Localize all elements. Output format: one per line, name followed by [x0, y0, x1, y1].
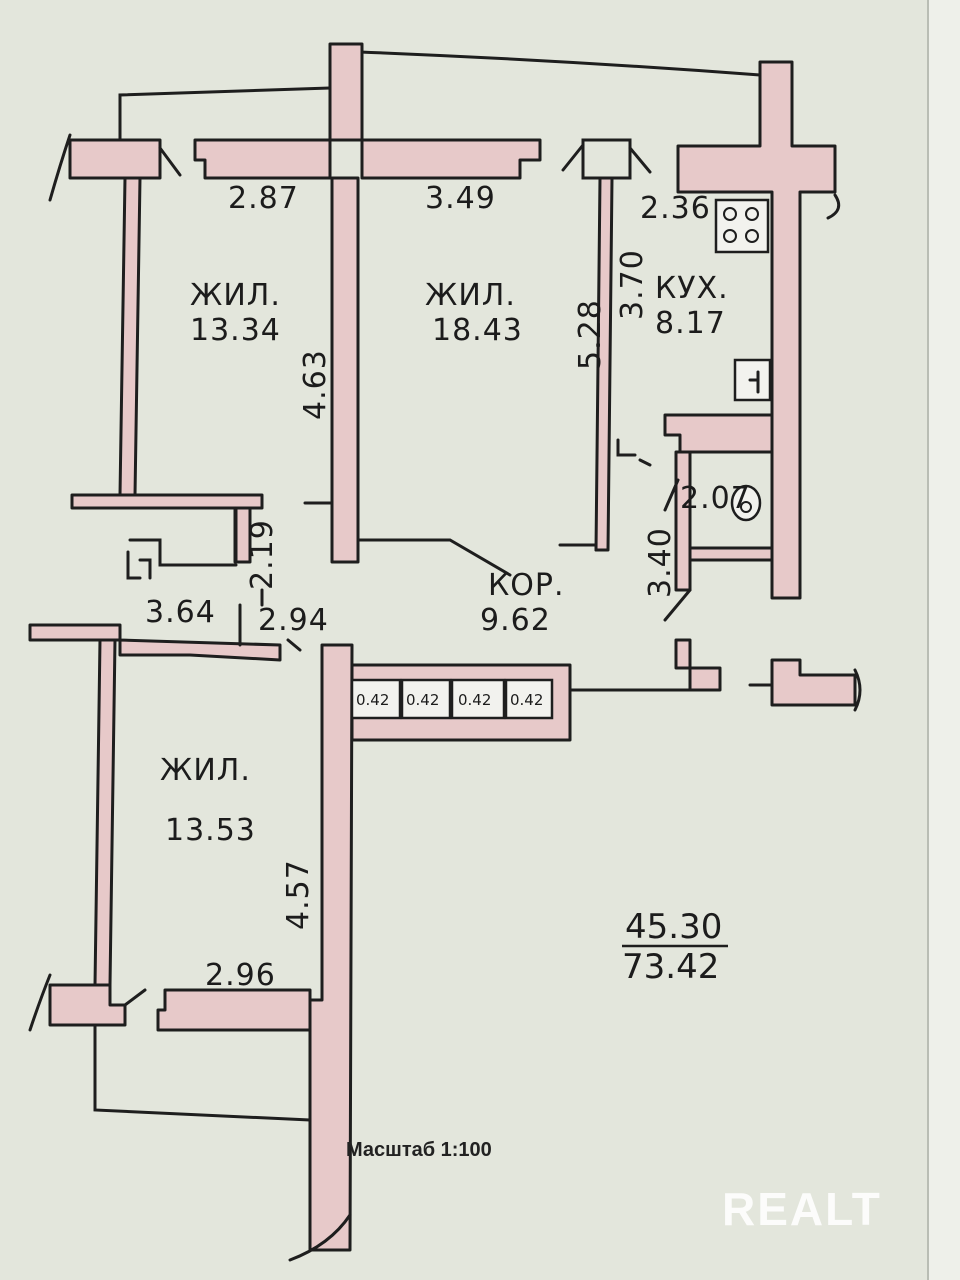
kitchen-window-flap [826, 193, 841, 220]
dim-closet-1: 0.42 [356, 691, 389, 709]
bath-door [238, 588, 302, 652]
page-edge [928, 0, 960, 1280]
dim-wc-width: 2.07 [680, 481, 751, 516]
wall-top-left-break [48, 133, 72, 202]
bottom-outline [288, 1213, 352, 1262]
dim-kitchen-length: 3.70 [615, 249, 650, 320]
dim-kitchen-width: 2.36 [640, 191, 711, 226]
kitchen-door [616, 438, 652, 467]
dim-room3-width: 2.96 [205, 958, 276, 993]
kitchen-label: КУХ. [655, 271, 729, 306]
wall-top-pier [328, 42, 364, 142]
wall-entrance-right [770, 658, 857, 707]
realt-watermark-logo: REALT [722, 1183, 882, 1235]
room3-area: 13.53 [165, 813, 256, 848]
dim-bath-area: 3.64 [145, 595, 216, 630]
closet-box [350, 678, 402, 720]
stove-icon [714, 198, 770, 254]
closet-box [400, 678, 452, 720]
room3-bottom-line [93, 1023, 312, 1122]
bath-tub [128, 508, 238, 580]
wall-left-lower [93, 638, 117, 987]
corridor-door-room2 [356, 538, 598, 577]
stove-burner-icon [723, 229, 737, 243]
dim-wc-length: 3.40 [643, 527, 678, 598]
room3-label: ЖИЛ. [160, 753, 251, 788]
closet-box [450, 678, 506, 720]
wall-kitchen-bottom [663, 413, 774, 454]
living-area-total: 45.30 [625, 907, 722, 947]
bath-fixture-icon [126, 550, 142, 580]
corridor-label: КОР. [488, 568, 565, 603]
dim-bath-width: 2.19 [245, 519, 280, 590]
dim-room2-length: 5.28 [573, 299, 608, 370]
dim-room1-width: 2.87 [228, 181, 299, 216]
kitchen-area: 8.17 [655, 306, 726, 341]
kitchen-window-frame [561, 138, 652, 180]
window-sill-room2 [360, 138, 542, 180]
wall-wc-bottom [688, 546, 774, 562]
stove-burner-icon [745, 229, 759, 243]
room1-area: 13.34 [190, 313, 281, 348]
total-area: 73.42 [622, 947, 719, 987]
sink-tap-icon [748, 370, 760, 394]
dim-closet-4: 0.42 [510, 691, 543, 709]
window-sill-room3-right [156, 988, 312, 1032]
dim-room2-width: 3.49 [425, 181, 496, 216]
entrance-line [748, 668, 862, 712]
closet-box [504, 678, 554, 720]
room2-label: ЖИЛ. [425, 278, 516, 313]
dim-closet-2: 0.42 [406, 691, 439, 709]
wall-top-left [68, 138, 162, 180]
window-sill-room1 [193, 138, 332, 180]
corridor-area: 9.62 [480, 603, 551, 638]
stove-burner-icon [745, 207, 759, 221]
dim-room1-length: 4.63 [298, 349, 333, 420]
room2-area: 18.43 [432, 313, 523, 348]
wall-bath-top [70, 493, 264, 510]
window-flap-left [158, 146, 182, 177]
wall-wc-left [674, 450, 692, 592]
room1-label: ЖИЛ. [190, 278, 281, 313]
wall-partition-1-2 [330, 176, 360, 564]
window-break-left [28, 973, 147, 1032]
wall-left-upper [118, 176, 142, 497]
wall-bath-bottom [28, 623, 282, 662]
scale-label: Масштаб 1:100 [346, 1139, 492, 1161]
stove-burner-icon [723, 207, 737, 221]
dim-room3-length: 4.57 [281, 859, 316, 930]
dim-hall-width: 2.94 [258, 603, 329, 638]
toilet-bowl-icon [740, 501, 752, 513]
dim-closet-3: 0.42 [458, 691, 491, 709]
window-sill-room3-left [48, 983, 127, 1027]
wc-door [663, 478, 692, 622]
wall-kitchen-top [676, 60, 837, 600]
top-outline [118, 50, 762, 142]
